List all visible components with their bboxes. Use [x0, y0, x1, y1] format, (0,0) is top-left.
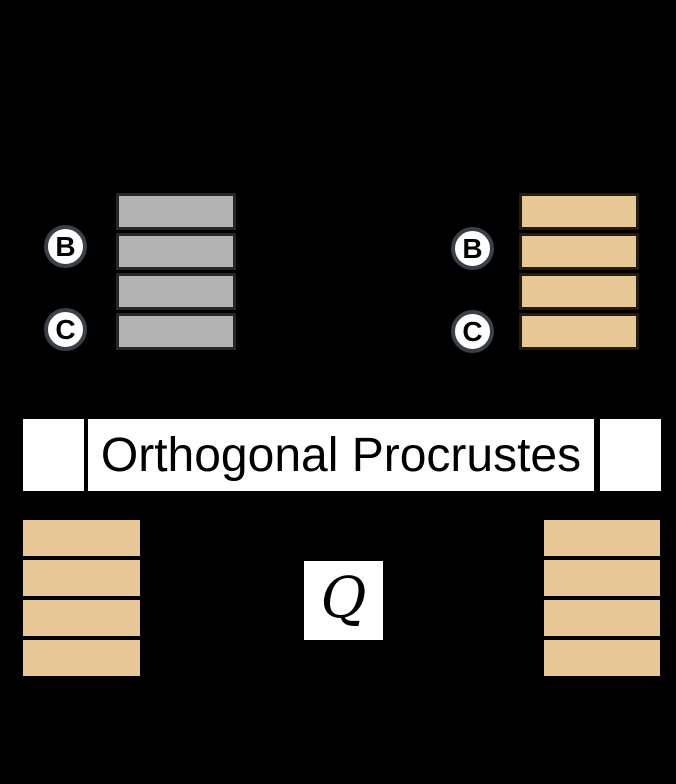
stack-row [544, 640, 660, 676]
matrix-stack-bottom-right-tan [544, 520, 660, 676]
stack-row [116, 193, 236, 230]
stack-row [519, 233, 639, 270]
badge-c-right-label: C [462, 315, 483, 347]
stack-row [23, 560, 140, 596]
banner-cell-right [600, 419, 661, 491]
stack-row [544, 520, 660, 556]
stack-row [519, 313, 639, 350]
stack-row [519, 273, 639, 310]
badge-b-right: B [451, 227, 494, 270]
stack-row [23, 600, 140, 636]
badge-c-left-label: C [55, 313, 76, 345]
stack-row [544, 600, 660, 636]
stack-row [116, 233, 236, 270]
matrix-stack-top-left-gray [116, 193, 236, 350]
badge-b-left: B [44, 225, 87, 268]
stack-row [23, 520, 140, 556]
badge-c-right: C [451, 310, 494, 353]
banner-cell-left [23, 419, 84, 491]
stack-row [519, 193, 639, 230]
stack-row [116, 273, 236, 310]
matrix-stack-bottom-left-tan [23, 520, 140, 676]
stack-row [544, 560, 660, 596]
banner-title: Orthogonal Procrustes [100, 428, 582, 482]
orthogonal-procrustes-box: Orthogonal Procrustes [88, 419, 594, 491]
q-symbol: Q [320, 565, 367, 631]
q-matrix-box: Q [304, 561, 383, 640]
stack-row [23, 640, 140, 676]
badge-b-left-label: B [55, 230, 76, 262]
stack-row [116, 313, 236, 350]
matrix-stack-top-right-tan [519, 193, 639, 350]
badge-b-right-label: B [462, 232, 483, 264]
badge-c-left: C [44, 308, 87, 351]
